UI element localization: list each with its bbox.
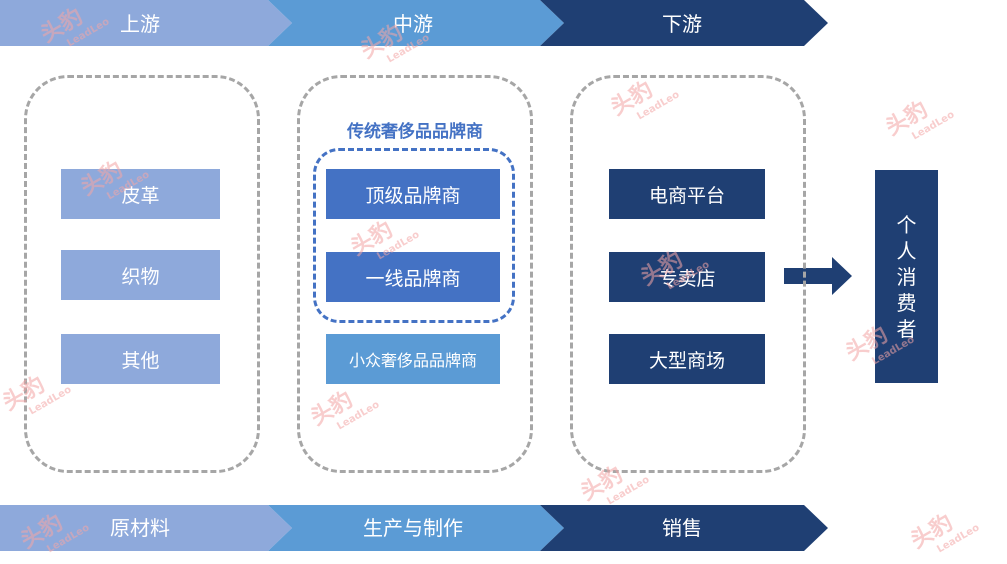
upstream-item-other: 其他 (61, 334, 220, 384)
bottom-band-raw-label: 原材料 (110, 516, 170, 540)
consumer-char: 消 (896, 264, 917, 289)
upstream-item-fabric: 织物 (61, 250, 220, 300)
top-band-midstream-shape (268, 0, 564, 46)
consumer-char: 费 (896, 290, 917, 315)
midstream-group (297, 75, 533, 473)
top-band-upstream-shape (0, 0, 292, 46)
downstream-item-ecommerce: 电商平台 (609, 169, 765, 219)
midstream-group-title: 传统奢侈品品牌商 (347, 122, 483, 142)
top-band-downstream-shape (540, 0, 828, 46)
consumer-char: 人 (896, 238, 917, 263)
midstream-inner-group (313, 148, 515, 323)
consumer-char: 者 (896, 316, 917, 341)
downstream-group (570, 75, 806, 473)
consumer-char: 个 (896, 212, 917, 237)
bottom-band-raw-shape (0, 505, 292, 551)
downstream-item-specialty-store: 专卖店 (609, 252, 765, 302)
midstream-item-top-brand: 顶级品牌商 (326, 169, 500, 219)
bottom-band-production-shape (268, 505, 564, 551)
midstream-item-niche-brand: 小众奢侈品品牌商 (326, 334, 500, 384)
upstream-item-leather: 皮革 (61, 169, 220, 219)
consumer-box: 个 人 消 费 者 (875, 170, 938, 383)
upstream-group (24, 75, 260, 473)
midstream-item-first-line-brand: 一线品牌商 (326, 252, 500, 302)
bottom-band-production-label: 生产与制作 (363, 516, 463, 540)
downstream-item-mall: 大型商场 (609, 334, 765, 384)
arrow-right-icon (784, 257, 852, 295)
top-band-midstream-label: 中游 (393, 12, 433, 36)
top-band-downstream-label: 下游 (662, 12, 702, 36)
top-band-upstream-label: 上游 (120, 12, 160, 36)
bottom-band-sales-shape (540, 505, 828, 551)
bottom-band-sales-label: 销售 (662, 516, 702, 540)
